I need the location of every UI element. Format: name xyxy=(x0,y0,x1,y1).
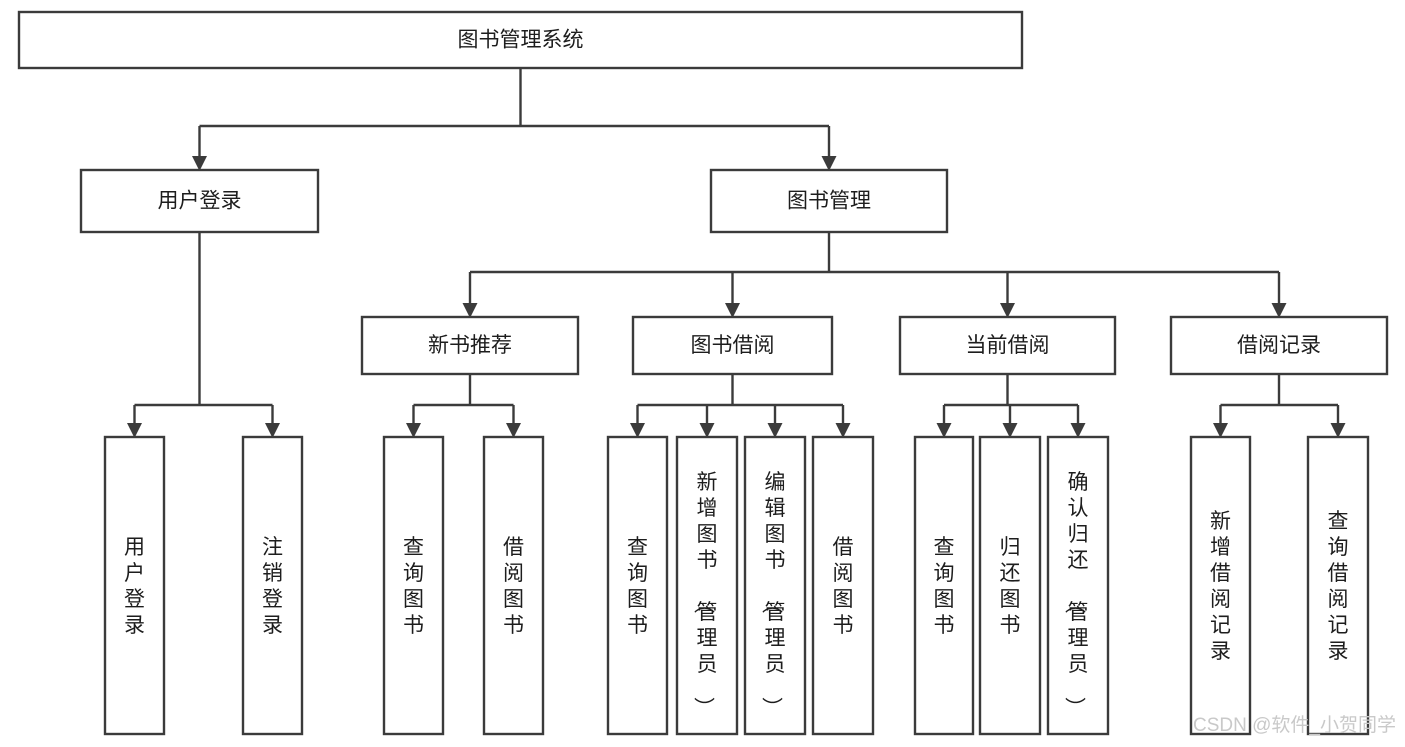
node-borrow-record[interactable]: 借阅记录 xyxy=(1169,315,1389,376)
node-leaf-borrow-book-1[interactable]: 借阅图书 xyxy=(482,435,545,736)
node-label-borrow-record: 借阅记录 xyxy=(1237,334,1321,357)
node-label-leaf-query-book-3: 查询图书 xyxy=(934,536,955,637)
node-box-leaf-borrow-book-1[interactable] xyxy=(482,435,545,736)
node-layer: 图书管理系统用户登录图书管理新书推荐图书借阅当前借阅借阅记录用户登录注销登录查询… xyxy=(17,10,1389,736)
node-label-book-manage: 图书管理 xyxy=(787,190,871,213)
arrow-head-leaf-add-book xyxy=(699,423,715,438)
node-label-leaf-borrow-book-1: 借阅图书 xyxy=(503,536,524,637)
node-label-leaf-confirm-return: 确认归还（管理员） xyxy=(1063,471,1089,718)
node-box-leaf-user-login[interactable] xyxy=(103,435,166,736)
node-box-current-borrow[interactable] xyxy=(898,315,1117,376)
node-root[interactable]: 图书管理系统 xyxy=(17,10,1024,70)
node-box-leaf-query-record[interactable] xyxy=(1306,435,1370,736)
node-new-book-recommend[interactable]: 新书推荐 xyxy=(360,315,580,376)
arrow-head-leaf-query-book-2 xyxy=(630,423,645,438)
node-leaf-user-login[interactable]: 用户登录 xyxy=(103,435,166,736)
arrow-head-leaf-borrow-book-1 xyxy=(506,423,521,438)
node-leaf-borrow-book-2[interactable]: 借阅图书 xyxy=(811,435,875,736)
node-label-leaf-add-record: 新增借阅记录 xyxy=(1210,510,1231,663)
node-label-leaf-add-book: 新增图书（管理员） xyxy=(692,471,718,718)
node-box-leaf-edit-book[interactable] xyxy=(743,435,807,736)
node-leaf-query-book-2[interactable]: 查询图书 xyxy=(606,435,669,736)
arrow-head-leaf-query-book-1 xyxy=(406,423,421,438)
node-leaf-return-book[interactable]: 归还图书 xyxy=(978,435,1042,736)
arrow-head-user-login xyxy=(192,156,207,171)
csdn-watermark: CSDN @软件_小贺同学 xyxy=(1193,714,1396,736)
node-label-leaf-query-record: 查询借阅记录 xyxy=(1328,510,1349,663)
node-box-leaf-return-book[interactable] xyxy=(978,435,1042,736)
node-user-login[interactable]: 用户登录 xyxy=(79,168,320,234)
node-label-current-borrow: 当前借阅 xyxy=(966,334,1050,357)
node-book-manage[interactable]: 图书管理 xyxy=(709,168,949,234)
node-label-book-borrow: 图书借阅 xyxy=(691,334,775,357)
arrow-head-borrow-record xyxy=(1271,303,1287,318)
node-label-user-login: 用户登录 xyxy=(158,190,242,213)
arrow-head-leaf-confirm-return xyxy=(1070,423,1086,438)
node-box-leaf-query-book-3[interactable] xyxy=(913,435,975,736)
arrow-head-leaf-query-record xyxy=(1330,423,1346,438)
arrow-head-book-manage xyxy=(821,156,837,171)
arrow-head-current-borrow xyxy=(1000,303,1015,318)
node-box-user-login[interactable] xyxy=(79,168,320,234)
arrow-head-leaf-query-book-3 xyxy=(936,423,952,438)
node-box-leaf-add-record[interactable] xyxy=(1189,435,1252,736)
node-leaf-add-record[interactable]: 新增借阅记录 xyxy=(1189,435,1252,736)
node-leaf-add-book[interactable]: 新增图书（管理员） xyxy=(675,435,739,736)
node-leaf-edit-book[interactable]: 编辑图书（管理员） xyxy=(743,435,807,736)
node-leaf-confirm-return[interactable]: 确认归还（管理员） xyxy=(1046,435,1110,736)
arrow-head-leaf-logout xyxy=(265,423,280,438)
node-box-leaf-borrow-book-2[interactable] xyxy=(811,435,875,736)
node-box-borrow-record[interactable] xyxy=(1169,315,1389,376)
node-box-leaf-add-book[interactable] xyxy=(675,435,739,736)
node-leaf-logout[interactable]: 注销登录 xyxy=(241,435,304,736)
node-box-root[interactable] xyxy=(17,10,1024,70)
node-label-root: 图书管理系统 xyxy=(458,29,584,52)
node-label-leaf-user-login: 用户登录 xyxy=(124,536,145,637)
node-box-book-borrow[interactable] xyxy=(631,315,834,376)
edge-layer xyxy=(127,68,1346,438)
arrow-head-leaf-add-record xyxy=(1213,423,1228,438)
arrow-head-leaf-borrow-book-2 xyxy=(835,423,851,438)
node-box-book-manage[interactable] xyxy=(709,168,949,234)
node-leaf-query-book-3[interactable]: 查询图书 xyxy=(913,435,975,736)
arrow-head-new-book-recommend xyxy=(462,303,478,318)
node-box-leaf-query-book-1[interactable] xyxy=(382,435,445,736)
node-label-leaf-edit-book: 编辑图书（管理员） xyxy=(760,471,786,718)
node-label-leaf-logout: 注销登录 xyxy=(262,536,283,637)
node-box-leaf-query-book-2[interactable] xyxy=(606,435,669,736)
node-box-new-book-recommend[interactable] xyxy=(360,315,580,376)
node-box-leaf-confirm-return[interactable] xyxy=(1046,435,1110,736)
node-label-leaf-return-book: 归还图书 xyxy=(1000,536,1021,637)
arrow-head-leaf-edit-book xyxy=(767,423,783,438)
node-box-leaf-logout[interactable] xyxy=(241,435,304,736)
node-label-leaf-query-book-1: 查询图书 xyxy=(403,536,424,637)
arrow-head-leaf-user-login xyxy=(127,423,142,438)
node-current-borrow[interactable]: 当前借阅 xyxy=(898,315,1117,376)
node-leaf-query-book-1[interactable]: 查询图书 xyxy=(382,435,445,736)
arrow-head-leaf-return-book xyxy=(1002,423,1018,438)
node-label-new-book-recommend: 新书推荐 xyxy=(428,334,512,357)
node-label-leaf-borrow-book-2: 借阅图书 xyxy=(833,536,854,637)
node-book-borrow[interactable]: 图书借阅 xyxy=(631,315,834,376)
node-leaf-query-record[interactable]: 查询借阅记录 xyxy=(1306,435,1370,736)
arrow-head-book-borrow xyxy=(725,303,740,318)
node-label-leaf-query-book-2: 查询图书 xyxy=(627,536,648,637)
